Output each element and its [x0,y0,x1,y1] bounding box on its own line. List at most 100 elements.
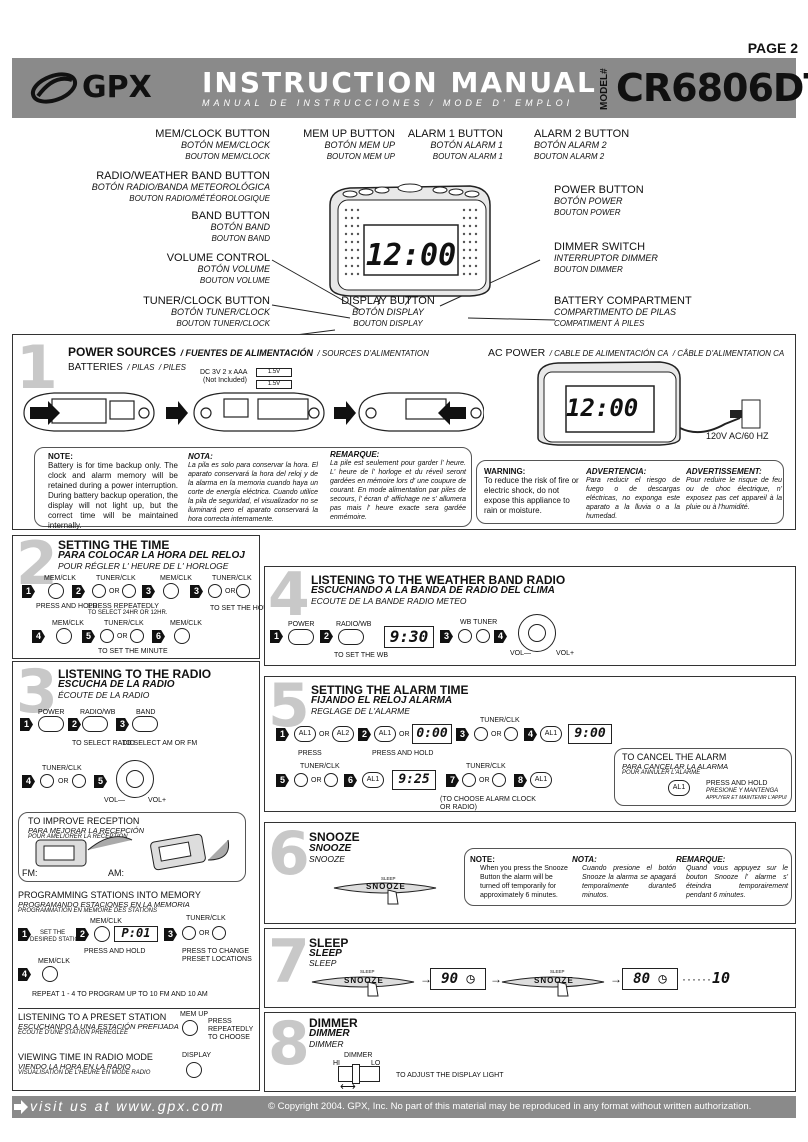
btn-label-tunerclk: TUNER/CLK [104,620,144,627]
band-button-icon [132,716,158,732]
snooze-notes-box [464,848,792,906]
sleep-end-value: 10 [712,968,731,988]
btn-label-memclk: MEM/CLK [90,918,122,925]
warning-en: WARNING: To reduce the risk of fire or e… [484,467,579,515]
tuner-up-icon [122,584,136,598]
arrow-right-icon: → [610,972,622,986]
tuner-down-icon [182,926,196,940]
alarm-title: SETTING THE ALARM TIME [311,683,469,697]
btn-label-wbtuner: WB TUNER [460,619,498,626]
tuner-down-icon [294,773,308,787]
select-24: TO SELECT 24HR OR 12HR. [88,610,168,616]
snooze-note-fr: REMARQUE: Quand vous appuyez sur le bout… [676,855,788,899]
section-number: 1 [16,333,58,403]
radio-es: ESCUCHA DE LA RADIO [58,679,175,690]
volume-knob-inner [126,770,144,788]
snooze-note-en: NOTE: When you press the Snooze Button t… [470,855,568,899]
weather-title: LISTENING TO THE WEATHER BAND RADIO [311,573,566,587]
dimmer-switch-thumb [352,1064,360,1084]
step-3: 3 [440,630,453,643]
dimmer-title: DIMMER [309,1016,358,1030]
tuner-down-icon [100,629,114,643]
gpx-logo-icon [30,72,78,104]
step-5: 5 [82,630,95,643]
weather-es: ESCUCHANDO A LA BANDA DE RADIO DEL CLIMA [311,585,555,596]
improve-fr: POUR AMÉLIORER LA RÉCEPTION [28,834,128,840]
tuner-up-icon [324,773,338,787]
snooze-title: SNOOZE [309,830,360,844]
website-link[interactable]: visit us at www.gpx.com [30,1098,225,1114]
radio-fr: ÉCOUTE DE LA RADIO [58,690,150,700]
step-2: 2 [68,718,81,731]
alarm-lcd: 9:00 [568,724,612,744]
snooze-fr: SNOOZE [309,854,345,864]
btn-label-power: POWER [288,621,315,628]
footer-arrow-icon [14,1100,28,1114]
step-6: 6 [344,774,357,787]
select-radio: TO SELECT RADIO [72,740,135,747]
model-label: MODEL# [599,68,610,110]
btn-label-band: BAND [136,709,156,716]
dimmer-fr: DIMMER [309,1039,344,1049]
programming-es: PROGRAMANDO ESTACIONES EN LA MEMORIA [18,900,190,909]
power-sources-title: POWER SOURCES / FUENTES DE ALIMENTACIÓN … [68,345,429,359]
double-arrow-icon: ⟷ [340,1081,356,1093]
step-8: 8 [514,774,527,787]
section-number: 4 [268,560,310,630]
display-button-icon [186,1062,202,1078]
warning-es: ADVERTENCIA: Para reducir el riesgo de f… [586,467,680,520]
step-1: 1 [20,718,33,731]
note-es: NOTA: La pila es solo para conservar la … [188,452,318,523]
step-3b: 3 [190,585,203,598]
view-time-es: VIENDO LA HORA EN LA RADIO [18,1062,131,1071]
or-label: OR [491,731,502,738]
brand-name: GPX [82,70,152,105]
preset-lcd: P:01 [114,926,158,942]
model-number: CR6806DT [616,66,808,110]
or-label: OR [311,777,322,784]
or-label: OR [109,588,120,595]
sleep-lcd: 90 ◷ [430,968,486,990]
step-2: 2 [358,728,371,741]
tuner-up-icon [504,727,518,741]
step-3: 3 [142,585,155,598]
volume-knob-inner [528,624,546,642]
step-5: 5 [94,775,107,788]
footer-bar [12,1096,796,1118]
vol-plus: VOL+ [148,797,167,804]
section-number: 3 [16,657,58,727]
set-wb: TO SET THE WB [334,652,389,659]
battery-notes-box [34,447,472,527]
radiowb-button-icon [82,716,108,732]
weather-fr: ECOUTE DE LA BANDE RADIO METEO [311,596,467,606]
or-label: OR [399,731,410,738]
tuner-down-icon [208,584,222,598]
or-label: OR [319,731,330,738]
step-3: 3 [456,728,469,741]
tuner-up-icon [236,584,250,598]
ac-clock-display: 12:00 [566,394,639,422]
memclk-button-icon [42,966,58,982]
press-hold: PRESS AND HOLD [84,948,146,955]
tuner-down-icon [474,727,488,741]
press-repeatedly: PRESS REPEATEDLY [88,603,159,610]
sleep-es: SLEEP [309,948,342,959]
btn-label-memup: MEM UP [180,1011,208,1018]
or-label: OR [225,588,236,595]
dimmer-label: DIMMER [344,1052,373,1059]
cancel-es: PARA CANCELAR LA ALARMA [622,762,729,771]
am-label: AM: [108,868,125,878]
power-button-icon [38,716,64,732]
arrow-right-icon: → [420,972,432,986]
step-4: 4 [22,775,35,788]
adjust-display: TO ADJUST THE DISPLAY LIGHT [396,1072,504,1079]
programming-title: PROGRAMMING STATIONS INTO MEMORY [18,890,201,900]
or-label: OR [117,633,128,640]
warning-box [476,460,784,524]
